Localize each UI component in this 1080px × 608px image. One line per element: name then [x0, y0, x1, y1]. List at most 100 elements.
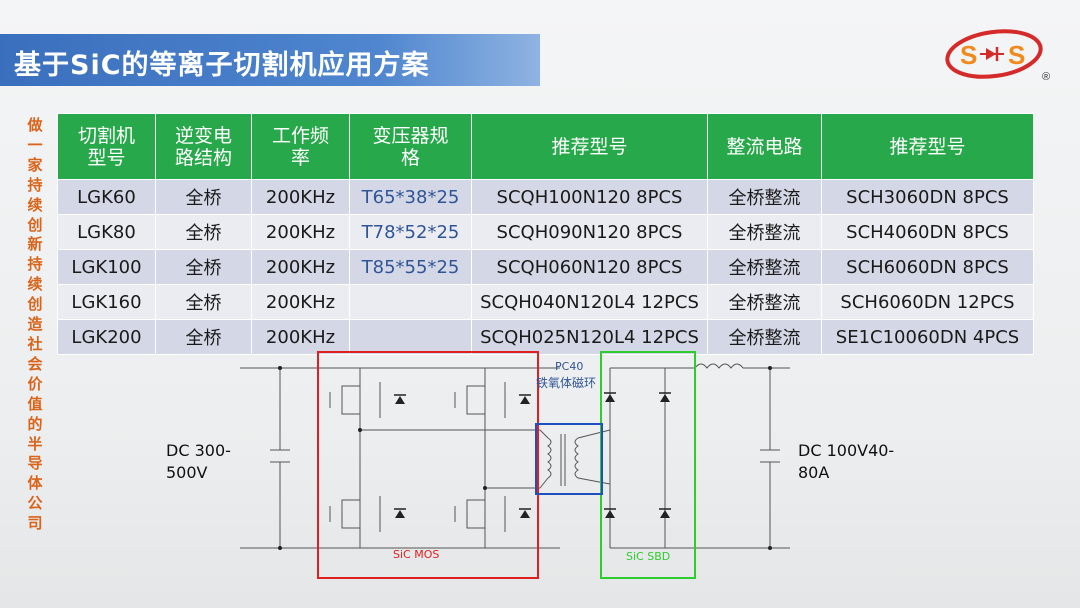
slogan-char: 做 [27, 116, 43, 134]
slogan-char: 司 [27, 514, 43, 533]
table-cell: SCQH100N120 8PCS [471, 179, 708, 215]
table-cell: 200KHz [251, 214, 350, 250]
header-line: 逆变电 [174, 124, 232, 147]
slogan-char: 一 [27, 135, 43, 154]
table-cell: SCH6060DN 12PCS [821, 284, 1034, 320]
slogan-char: 家 [27, 155, 43, 174]
sic-mos-label: SiC MOS [393, 548, 440, 561]
header-line: 变压器规 [372, 124, 449, 147]
table-cell: 200KHz [251, 284, 350, 320]
slogan-char: 续 [27, 195, 43, 214]
input-voltage-line-1: DC 300- [166, 441, 231, 460]
table-cell: SCQH060N120 8PCS [471, 249, 708, 285]
table-header-row: 切割机型号逆变电路结构工作频率变压器规格推荐型号整流电路推荐型号 [57, 113, 1034, 180]
header-line: 格 [400, 146, 420, 169]
table-cell: T65*38*25 [349, 179, 472, 215]
input-voltage-line-2: 500V [166, 463, 208, 482]
slogan-char: 创 [27, 215, 43, 234]
table-cell: 全桥 [155, 284, 252, 320]
table-header-cell: 切割机型号 [57, 113, 156, 180]
table-header-cell: 工作频率 [251, 113, 350, 180]
header-line: 型号 [87, 146, 126, 169]
title-bar: 基于SiC的等离子切割机应用方案 [0, 34, 540, 86]
table-cell: LGK80 [57, 214, 156, 250]
slogan-char: 造 [27, 315, 43, 334]
slogan-char: 导 [27, 454, 43, 473]
table-cell: SCH4060DN 8PCS [821, 214, 1034, 250]
slogan-char: 新 [27, 235, 43, 254]
table-header-cell: 整流电路 [707, 113, 822, 180]
table-cell: T85*55*25 [349, 249, 472, 285]
table-cell: SCH6060DN 8PCS [821, 249, 1034, 285]
sic-mos-highlight [317, 351, 539, 579]
core-material-label: PC40 [555, 360, 584, 373]
header-line: 整流电路 [726, 135, 803, 158]
slogan-char: 持 [27, 255, 43, 274]
registered-mark: ® [1042, 71, 1050, 83]
table-cell: LGK100 [57, 249, 156, 285]
sic-sbd-label: SiC SBD [626, 550, 671, 563]
sic-sbd-highlight [600, 351, 696, 579]
side-slogan: 做一家持续创新持续创造社会价值的半导体公司 [24, 116, 46, 534]
svg-text:S: S [1008, 40, 1025, 70]
header-line: 工作频 [271, 124, 329, 147]
slogan-char: 创 [27, 295, 43, 314]
table-cell [349, 319, 472, 355]
header-line: 推荐型号 [889, 135, 966, 158]
svg-text:S: S [960, 40, 977, 70]
table-cell: SCH3060DN 8PCS [821, 179, 1034, 215]
table-cell: 全桥 [155, 249, 252, 285]
table-cell: 全桥 [155, 179, 252, 215]
slogan-char: 半 [27, 434, 43, 453]
table-cell: 200KHz [251, 249, 350, 285]
slogan-char: 体 [27, 474, 43, 493]
table-cell: SCQH040N120L4 12PCS [471, 284, 708, 320]
input-voltage-label: DC 300- 500V [166, 440, 231, 484]
slogan-char: 社 [27, 334, 43, 353]
slogan-char: 会 [27, 354, 43, 373]
table-cell: 全桥整流 [707, 179, 822, 215]
table-cell: SE1C10060DN 4PCS [821, 319, 1034, 355]
output-voltage-label: DC 100V40- 80A [798, 440, 894, 484]
table-header-cell: 推荐型号 [821, 113, 1034, 180]
table-header-cell: 变压器规格 [349, 113, 472, 180]
table-cell: 全桥 [155, 319, 252, 355]
table-cell: 全桥整流 [707, 319, 822, 355]
table-cell: 200KHz [251, 319, 350, 355]
slide-title: 基于SiC的等离子切割机应用方案 [14, 50, 430, 81]
header-line: 率 [290, 146, 310, 169]
slogan-char: 持 [27, 175, 43, 194]
table-cell: LGK160 [57, 284, 156, 320]
table-cell: 全桥整流 [707, 284, 822, 320]
slogan-char: 的 [27, 414, 43, 433]
header-line: 推荐型号 [551, 135, 628, 158]
slogan-char: 公 [27, 494, 43, 513]
output-voltage-line-1: DC 100V40- [798, 441, 895, 460]
table-cell: SCQH025N120L4 12PCS [471, 319, 708, 355]
table-cell: 全桥 [155, 214, 252, 250]
circuit-diagram [240, 363, 790, 550]
table-cell: T78*52*25 [349, 214, 472, 250]
table-cell: LGK200 [57, 319, 156, 355]
transformer-highlight [535, 423, 603, 495]
company-logo: S S ® [945, 29, 1050, 83]
core-name-label: 铁氧体磁环 [536, 376, 597, 390]
table-cell: LGK60 [57, 179, 156, 215]
table-header-cell: 逆变电路结构 [155, 113, 252, 180]
header-line: 切割机 [77, 124, 135, 147]
slogan-char: 价 [27, 374, 43, 393]
table-cell: 200KHz [251, 179, 350, 215]
table-cell: 全桥整流 [707, 214, 822, 250]
slogan-char: 值 [27, 394, 43, 413]
table-cell: 全桥整流 [707, 249, 822, 285]
table-cell [349, 284, 472, 320]
output-voltage-line-2: 80A [798, 463, 830, 482]
header-line: 路结构 [174, 146, 232, 169]
